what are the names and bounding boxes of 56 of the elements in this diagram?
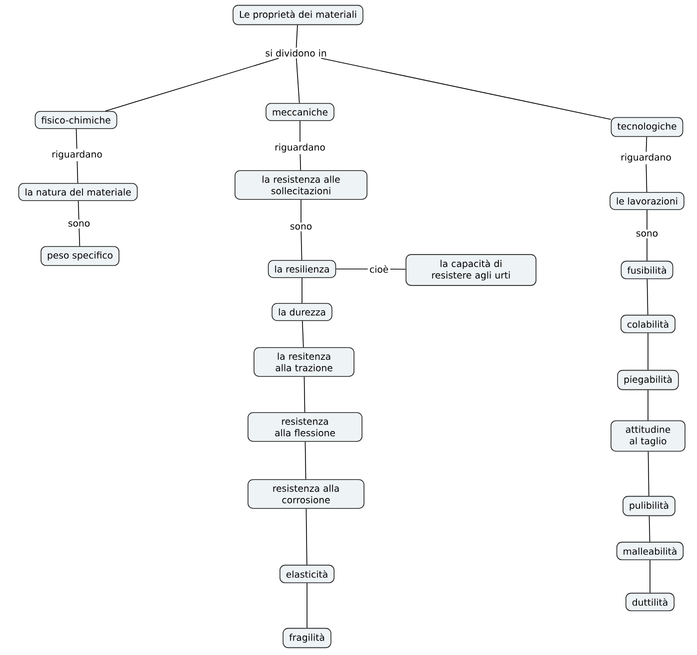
concept-box: la resistenza alle sollecitazioni [234, 170, 368, 200]
linking-phrase: riguardano [50, 149, 104, 161]
linking-phrase: sono [66, 220, 92, 228]
connector-line [646, 238, 648, 262]
connector-line [304, 376, 306, 413]
linking-phrase: sono [288, 222, 314, 232]
concept-box: fusibilità [620, 260, 674, 280]
concept-box: la resitenza alla trazione [254, 347, 354, 377]
connector-line [336, 268, 368, 270]
connector-line [300, 230, 302, 260]
connector-line [646, 164, 648, 192]
concept-box: la natura del materiale [18, 183, 138, 201]
connector-line [648, 516, 650, 542]
linking-phrase: sono [634, 230, 660, 238]
connector-line [306, 582, 308, 628]
connector-line [320, 58, 612, 120]
concept-box: meccaniche [266, 103, 334, 121]
concept-box: duttilità [626, 592, 674, 612]
connector-line [78, 228, 80, 246]
concept-box: la durezza [272, 303, 332, 321]
connector-line [296, 58, 300, 104]
connector-line [296, 24, 298, 48]
concept-box: resistenza alla flessione [248, 412, 362, 442]
connector-line [76, 128, 78, 150]
connector-line [648, 451, 650, 496]
concept-box: peso specifico [40, 246, 120, 266]
concept-box: elasticità [280, 564, 334, 584]
concept-box: fragilità [282, 628, 332, 648]
connector-line [302, 320, 304, 348]
linking-phrase: cioè [368, 264, 390, 274]
concept-box: colabilità [620, 314, 676, 334]
connector-line [646, 278, 648, 316]
concept-box: pulibilità [622, 496, 676, 516]
concept-box: malleabilità [616, 542, 684, 560]
linking-phrase: si dividono in [264, 48, 328, 58]
concept-box: le lavorazioni [610, 192, 684, 210]
concept-box: attitudine al taglio [610, 420, 686, 452]
connector-line [390, 268, 406, 270]
connector-line [78, 200, 80, 220]
connector-line [76, 160, 78, 184]
connector-line [304, 441, 306, 480]
concept-box: la capacità di resistere agli urti [406, 254, 536, 286]
connector-line [105, 58, 280, 112]
connector-line [646, 136, 648, 152]
linking-phrase: riguardano [619, 152, 673, 164]
connector-line [306, 508, 308, 566]
concept-box: piegabilità [617, 370, 679, 390]
connector-line [300, 199, 302, 224]
connector-line [646, 210, 648, 230]
concept-box: fisico-chimiche [34, 111, 118, 129]
concept-box: resistenza alla corrosione [248, 479, 364, 509]
concept-box: Le proprietà dei materiali [232, 4, 364, 26]
concept-box: tecnologiche [610, 117, 684, 137]
concept-box: la resilienza [268, 260, 336, 278]
linking-phrase: riguardano [273, 142, 327, 154]
connector-line [300, 154, 301, 171]
